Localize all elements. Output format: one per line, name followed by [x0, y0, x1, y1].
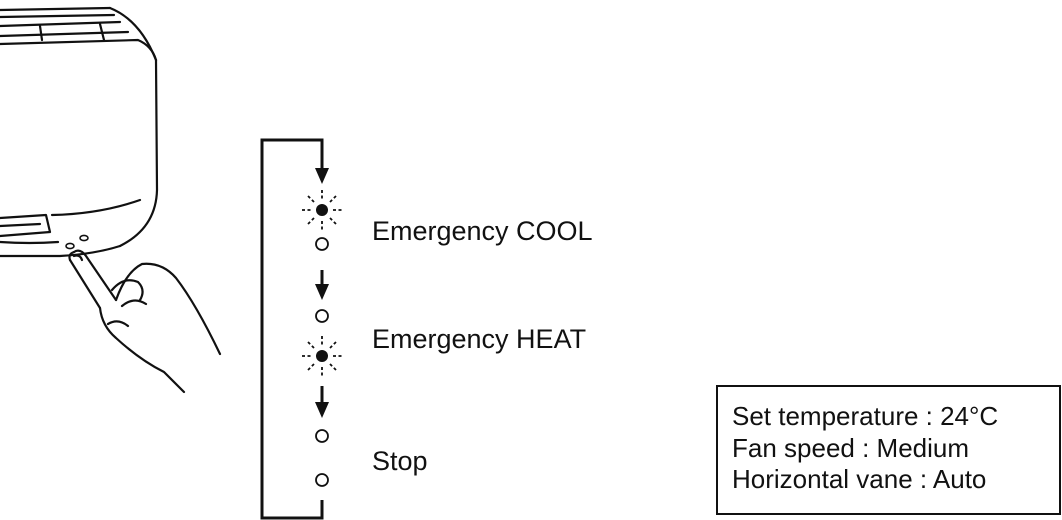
air-conditioner-unit-icon: [0, 6, 159, 258]
lamp-off-icon: [315, 237, 329, 251]
down-arrow-icon: [315, 270, 329, 300]
step-label-emergency-heat: Emergency HEAT: [372, 324, 587, 354]
lamp-off-icon: [315, 309, 329, 323]
step-label-emergency-cool: Emergency COOL: [372, 216, 593, 246]
blinking-lamp-icon: [302, 336, 342, 376]
down-arrow-icon: [315, 150, 329, 184]
pressing-hand-icon: [68, 249, 222, 394]
step-label-stop: Stop: [372, 446, 428, 476]
lamp-off-icon: [315, 429, 329, 443]
cycle-bracket-line: [260, 138, 324, 520]
lamp-off-icon: [315, 473, 329, 487]
horizontal-vane-text: Horizontal vane : Auto: [732, 464, 987, 495]
set-temperature-text: Set temperature : 24°C: [732, 401, 999, 431]
unit-indicator-lamps-icon: [65, 234, 89, 250]
down-arrow-icon: [315, 386, 329, 418]
blinking-lamp-icon: [302, 190, 342, 230]
emergency-settings-box: Set temperature : 24°C Fan speed : Mediu…: [716, 385, 1061, 515]
fan-speed-text: Fan speed : Medium: [732, 432, 970, 463]
